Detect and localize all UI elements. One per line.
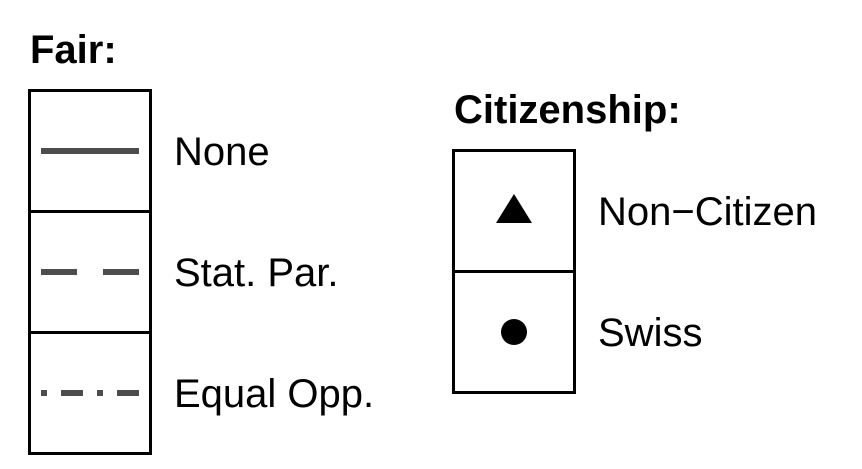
citizenship-label-non-citizen: Non−Citizen	[598, 190, 818, 234]
fair-label-equal-opp: Equal Opp.	[174, 372, 375, 416]
triangle-swatch	[496, 194, 532, 223]
citizenship-key-non-citizen	[452, 149, 576, 273]
citizenship-legend-title: Citizenship:	[454, 88, 681, 132]
circle-swatch	[501, 319, 527, 345]
citizenship-key-swiss	[452, 270, 576, 394]
fair-legend-title: Fair:	[30, 28, 117, 72]
fair-key-equal-opp	[28, 331, 152, 455]
fair-label-none: None	[174, 130, 270, 174]
triangle-marker	[496, 194, 532, 223]
fair-key-none	[28, 89, 152, 213]
dotdash-line-swatch	[41, 390, 139, 396]
solid-line-swatch	[41, 148, 139, 154]
fair-key-stat-par	[28, 210, 152, 334]
fair-label-stat-par: Stat. Par.	[174, 251, 339, 295]
dashed-line-swatch	[41, 269, 139, 275]
circle-marker	[501, 319, 527, 345]
citizenship-label-swiss: Swiss	[598, 311, 703, 355]
